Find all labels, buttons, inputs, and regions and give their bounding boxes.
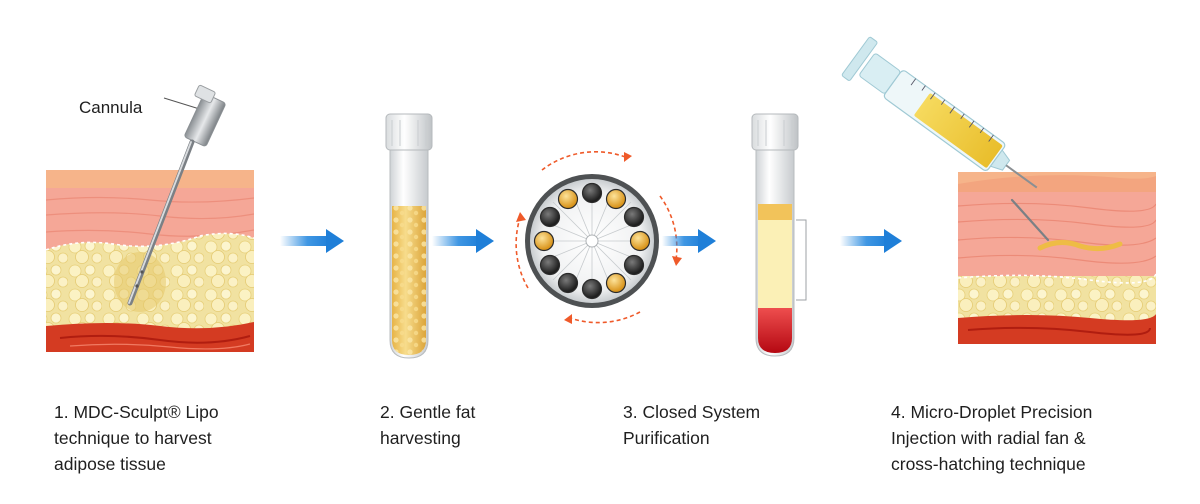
- step-3-line-2: Purification: [623, 428, 710, 448]
- step-4-line-3: cross-hatching technique: [891, 454, 1086, 474]
- test-tube-icon: [751, 113, 807, 357]
- step-4-caption: 4. Micro-Droplet Precision Injection wit…: [891, 399, 1092, 477]
- cannula-icon: [127, 84, 226, 306]
- centrifuge-rotor-icon: [515, 151, 682, 324]
- test-tube-icon: [385, 113, 433, 359]
- tissue-cross-section-icon: [958, 172, 1156, 344]
- step-2-line-2: harvesting: [380, 428, 461, 448]
- step-3-line-1: 3. Closed System: [623, 402, 761, 422]
- arrow-right-icon: [432, 229, 494, 253]
- step-1-line-3: adipose tissue: [54, 454, 166, 474]
- step-2-line-1: 2. Gentle fat: [380, 402, 476, 422]
- syringe-icon: [841, 36, 1050, 242]
- step-3-caption: 3. Closed System Purification: [623, 399, 760, 451]
- tissue-cross-section-icon: [46, 170, 254, 352]
- step-1-caption: 1. MDC-Sculpt® Lipo technique to harvest…: [54, 399, 219, 477]
- step-4-line-2: Injection with radial fan &: [891, 428, 1086, 448]
- arrow-right-icon: [840, 229, 902, 253]
- arrow-right-icon: [662, 229, 716, 253]
- step-1-line-1: 1. MDC-Sculpt® Lipo: [54, 402, 219, 422]
- step-1-line-2: technique to harvest: [54, 428, 212, 448]
- arrow-right-icon: [280, 229, 344, 253]
- step-4-line-1: 4. Micro-Droplet Precision: [891, 402, 1093, 422]
- step-2-caption: 2. Gentle fat harvesting: [380, 399, 475, 451]
- cannula-label: Cannula: [79, 98, 143, 117]
